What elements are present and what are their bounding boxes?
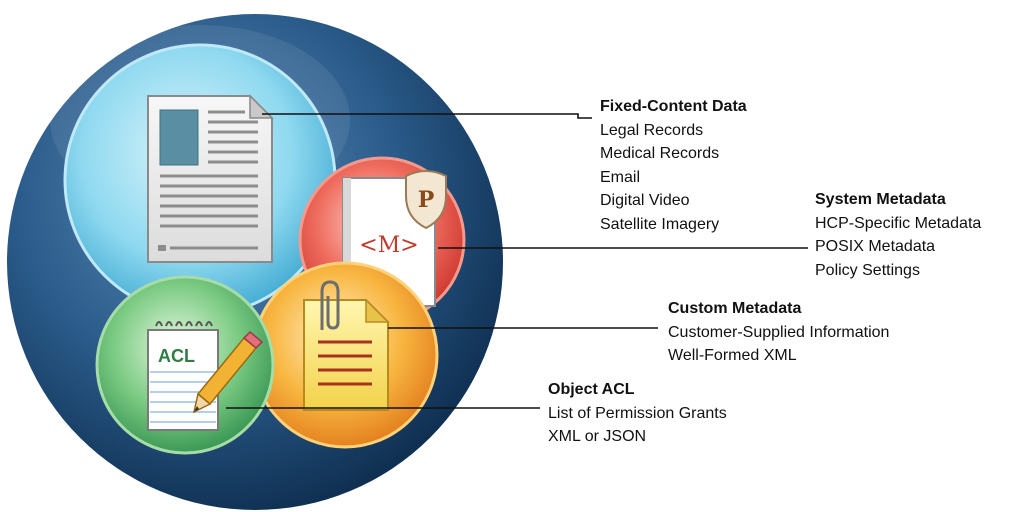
custom-metadata-item: Customer-Supplied Information <box>668 323 890 341</box>
leader-line-fixed-content <box>262 113 592 119</box>
system-metadata-item: Policy Settings <box>815 261 920 279</box>
custom-metadata-item: Well-Formed XML <box>668 347 797 364</box>
system-metadata-label-group: System Metadata HCP-Specific Metadata PO… <box>815 188 981 282</box>
fixed-content-item: Digital Video <box>600 192 690 209</box>
system-metadata-title: System Metadata <box>815 191 946 208</box>
object-acl-item: List of Permission Grants <box>548 404 727 422</box>
pencil-icon <box>192 330 264 414</box>
object-acl-title: Object ACL <box>548 381 635 398</box>
object-acl-label-group: Object ACL List of Permission Grants XML… <box>548 378 727 449</box>
system-metadata-item: POSIX Metadata <box>815 238 936 255</box>
fixed-content-item: Medical Records <box>600 145 720 162</box>
fixed-content-title: Fixed-Content Data <box>600 98 747 115</box>
fixed-content-label-group: Fixed-Content Data Legal Records Medical… <box>600 95 747 236</box>
custom-metadata-title: Custom Metadata <box>668 300 802 317</box>
document-icon <box>147 94 274 263</box>
policy-shield-icon: P <box>405 170 447 230</box>
fixed-content-item: Legal Records <box>600 121 704 139</box>
acl-notepad-icon: ACL <box>147 321 219 431</box>
paperclip-icon <box>320 280 340 330</box>
acl-notepad-text: ACL <box>158 346 195 366</box>
system-metadata-item: HCP-Specific Metadata <box>815 214 982 232</box>
custom-metadata-label-group: Custom Metadata Customer-Supplied Inform… <box>668 297 889 368</box>
object-acl-item: XML or JSON <box>548 428 647 445</box>
metadata-tag-text: <M> <box>359 233 418 258</box>
leader-lines <box>226 113 808 409</box>
fixed-content-item: Email <box>600 168 641 186</box>
policy-shield-letter: P <box>418 187 435 213</box>
fixed-content-item: Satellite Imagery <box>600 215 720 233</box>
custom-document-icon <box>303 298 390 411</box>
